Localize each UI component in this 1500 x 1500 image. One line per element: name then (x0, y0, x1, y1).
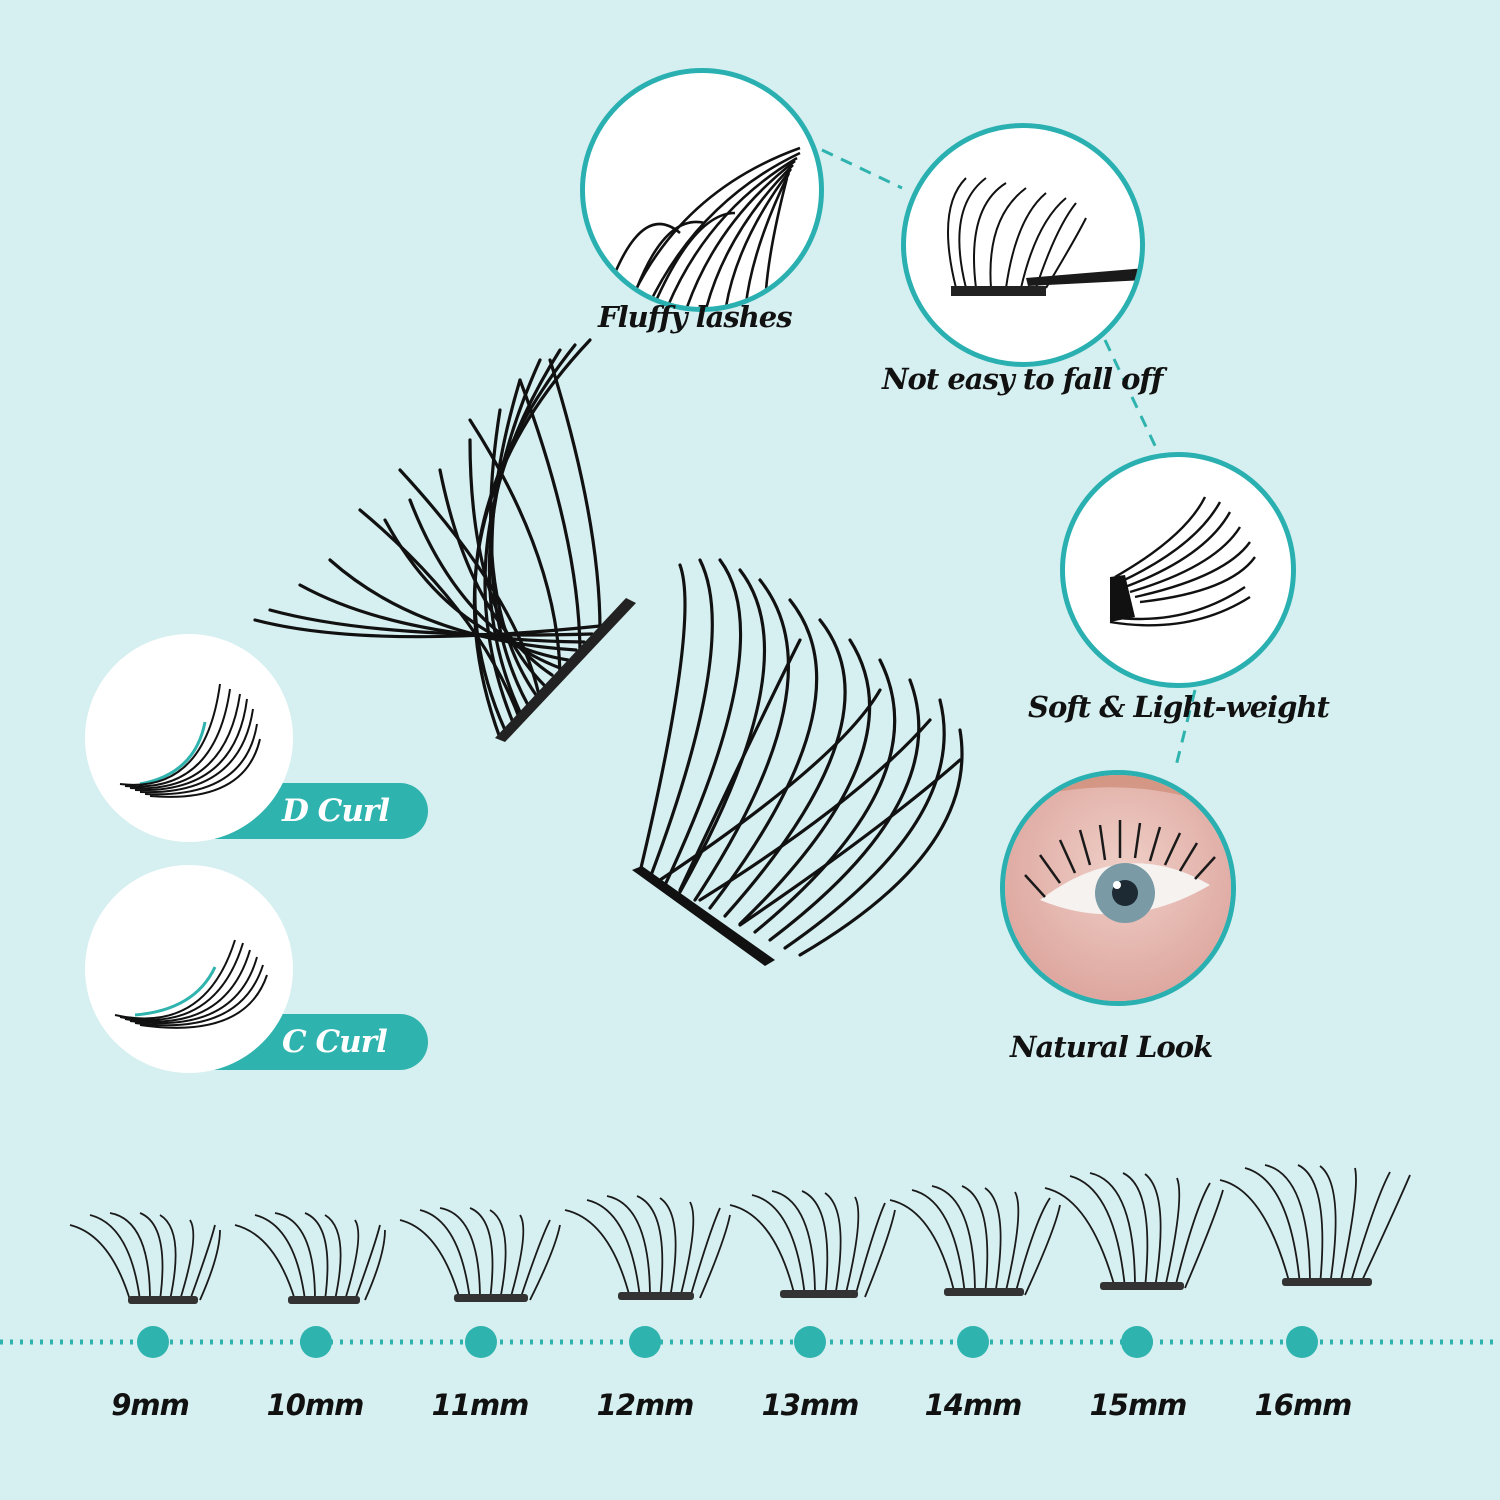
curl-image-c (85, 865, 293, 1073)
feature-label-not-easy-to-fall-off: Not easy to fall off (882, 362, 1163, 396)
eye-photo-icon (1005, 775, 1231, 1001)
lash-cluster-right (638, 558, 964, 957)
size-label-15mm: 15mm (1089, 1388, 1188, 1422)
size-label-10mm: 10mm (266, 1388, 365, 1422)
lash-tweezers-icon (947, 177, 1140, 296)
size-label-11mm: 11mm (431, 1388, 530, 1422)
c-curl-lash-icon (114, 939, 268, 1029)
feature-image-fluffy-lashes (580, 68, 824, 312)
size-label-16mm: 16mm (1254, 1388, 1353, 1422)
size-dot-15mm (1121, 1326, 1153, 1358)
size-label-12mm: 12mm (596, 1388, 695, 1422)
size-label-14mm: 14mm (924, 1388, 1023, 1422)
size-label-13mm: 13mm (761, 1388, 860, 1422)
size-dot-13mm (794, 1326, 826, 1358)
lash-cluster-left (253, 338, 602, 740)
feature-label-natural-look: Natural Look (1010, 1030, 1213, 1064)
size-dot-10mm (300, 1326, 332, 1358)
curl-badge-c: C Curl (210, 1014, 428, 1070)
feature-label-fluffy-lashes: Fluffy lashes (598, 300, 793, 334)
size-dot-9mm (137, 1326, 169, 1358)
feature-image-soft-light-weight (1060, 452, 1296, 688)
size-dot-11mm (465, 1326, 497, 1358)
d-curl-lash-icon (119, 683, 261, 798)
curl-image-d (85, 634, 293, 842)
size-dot-14mm (957, 1326, 989, 1358)
feature-image-not-easy-to-fall-off (901, 123, 1145, 367)
size-dot-12mm (629, 1326, 661, 1358)
feature-image-natural-look (1000, 770, 1236, 1006)
size-dot-16mm (1286, 1326, 1318, 1358)
feature-label-soft-light-weight: Soft & Light-weight (1028, 690, 1330, 724)
curl-label-d: D Curl (282, 793, 390, 829)
soft-lash-icon (1109, 496, 1256, 627)
size-label-9mm: 9mm (111, 1388, 190, 1422)
curl-label-c: C Curl (282, 1024, 388, 1060)
